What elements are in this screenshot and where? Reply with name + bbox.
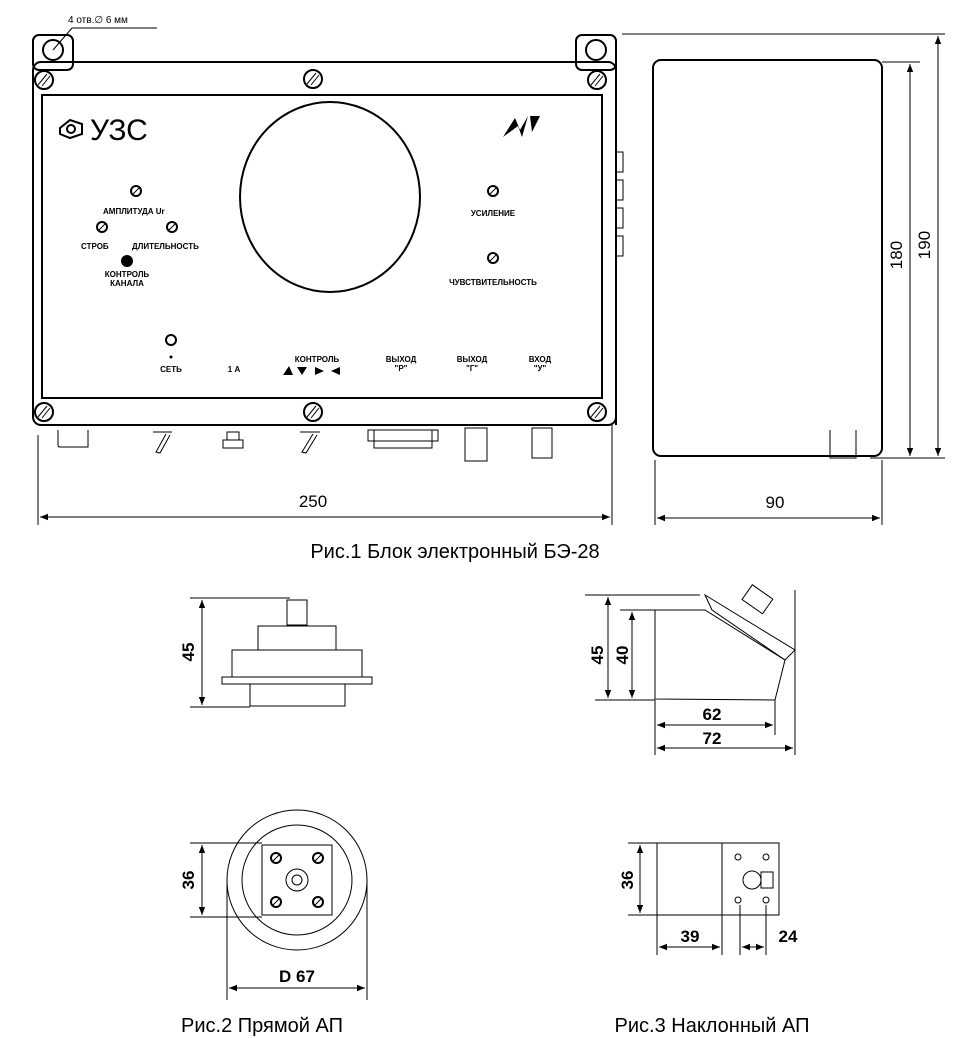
width-dimension: 250 (299, 492, 327, 511)
fig3-face-dimension: 24 (779, 927, 798, 946)
strobe-knob[interactable] (96, 221, 108, 233)
duration-label: ДЛИТЕЛЬНОСТЬ (132, 242, 199, 251)
hole-note: 4 отв.∅ 6 мм (68, 15, 128, 26)
channel-control-label: КОНТРОЛЬ (105, 270, 150, 279)
control-label: КОНТРОЛЬ (295, 355, 340, 364)
height-outer-dimension: 190 (915, 231, 934, 259)
fig2-height-dimension: 45 (179, 643, 198, 662)
screw-icon (587, 402, 607, 422)
screw-icon (34, 70, 54, 90)
output-g-label-2: "Г" (466, 364, 478, 373)
straight-probe-bottom-view: 36 D 67 (179, 809, 368, 1000)
fig2-caption: Рис.2 Прямой АП (181, 1015, 343, 1037)
power-lamp (165, 334, 177, 346)
angle-probe-side-view: 45 40 62 72 (585, 584, 796, 755)
electronic-unit-side-view (615, 33, 945, 459)
duration-knob[interactable] (166, 221, 178, 233)
fuse-label: 1 А (228, 365, 241, 374)
input-u-label-2: "У" (534, 364, 547, 373)
amplitude-label: АМПЛИТУДА Ur (103, 207, 165, 216)
screw-icon (303, 69, 323, 89)
screw-icon (312, 896, 324, 908)
screw-icon (303, 402, 323, 422)
angle-probe-top-view: 36 39 24 (618, 842, 798, 955)
output-p-label: ВЫХОД (386, 355, 417, 364)
screw-icon (587, 70, 607, 90)
control-arrows-icon (283, 366, 340, 375)
fig3-body-dimension: 39 (681, 927, 700, 946)
fig3-height-outer-dimension: 45 (588, 646, 607, 665)
output-g-label: ВЫХОД (457, 355, 488, 364)
power-label: СЕТЬ (160, 365, 182, 374)
amplitude-knob[interactable] (130, 185, 142, 197)
fig1-caption: Рис.1 Блок электронный БЭ-28 (310, 541, 599, 563)
sensitivity-label: ЧУВСТВИТЕЛЬНОСТЬ (449, 278, 537, 287)
strobe-label: СТРОБ (81, 242, 109, 251)
channel-control-label-2: КАНАЛА (110, 279, 144, 288)
gain-knob[interactable] (487, 185, 499, 197)
brand-logo-icon (59, 118, 83, 140)
fig3-height-inner-dimension: 40 (613, 646, 632, 665)
manufacturer-logo-icon (503, 116, 540, 137)
channel-control-indicator (121, 255, 133, 267)
straight-probe-side-view: 45 (179, 597, 373, 708)
fig3-square-dimension: 36 (618, 871, 637, 890)
fig2-diameter-dimension: D 67 (279, 967, 315, 986)
gain-label: УСИЛЕНИЕ (471, 209, 516, 218)
fig3-caption: Рис.3 Наклонный АП (615, 1015, 810, 1037)
electronic-unit-front-view: 4 отв.∅ 6 мм УЗС АМПЛИТУДА Ur СТРОБ ДЛИТ… (32, 15, 617, 462)
screw-icon (34, 402, 54, 422)
fig3-length-inner-dimension: 62 (703, 705, 722, 724)
screw-icon (312, 852, 324, 864)
fig2-square-dimension: 36 (179, 871, 198, 890)
screw-icon (270, 896, 282, 908)
sensitivity-knob[interactable] (487, 252, 499, 264)
output-p-label-2: "Р" (395, 364, 408, 373)
depth-dimension: 90 (766, 493, 785, 512)
height-inner-dimension: 180 (887, 241, 906, 269)
screw-icon (270, 852, 282, 864)
input-u-label: ВХОД (529, 355, 552, 364)
fig1-dimensions: 250 90 180 190 (37, 36, 942, 525)
fig3-length-outer-dimension: 72 (703, 729, 722, 748)
device-title: УЗС (90, 114, 148, 147)
